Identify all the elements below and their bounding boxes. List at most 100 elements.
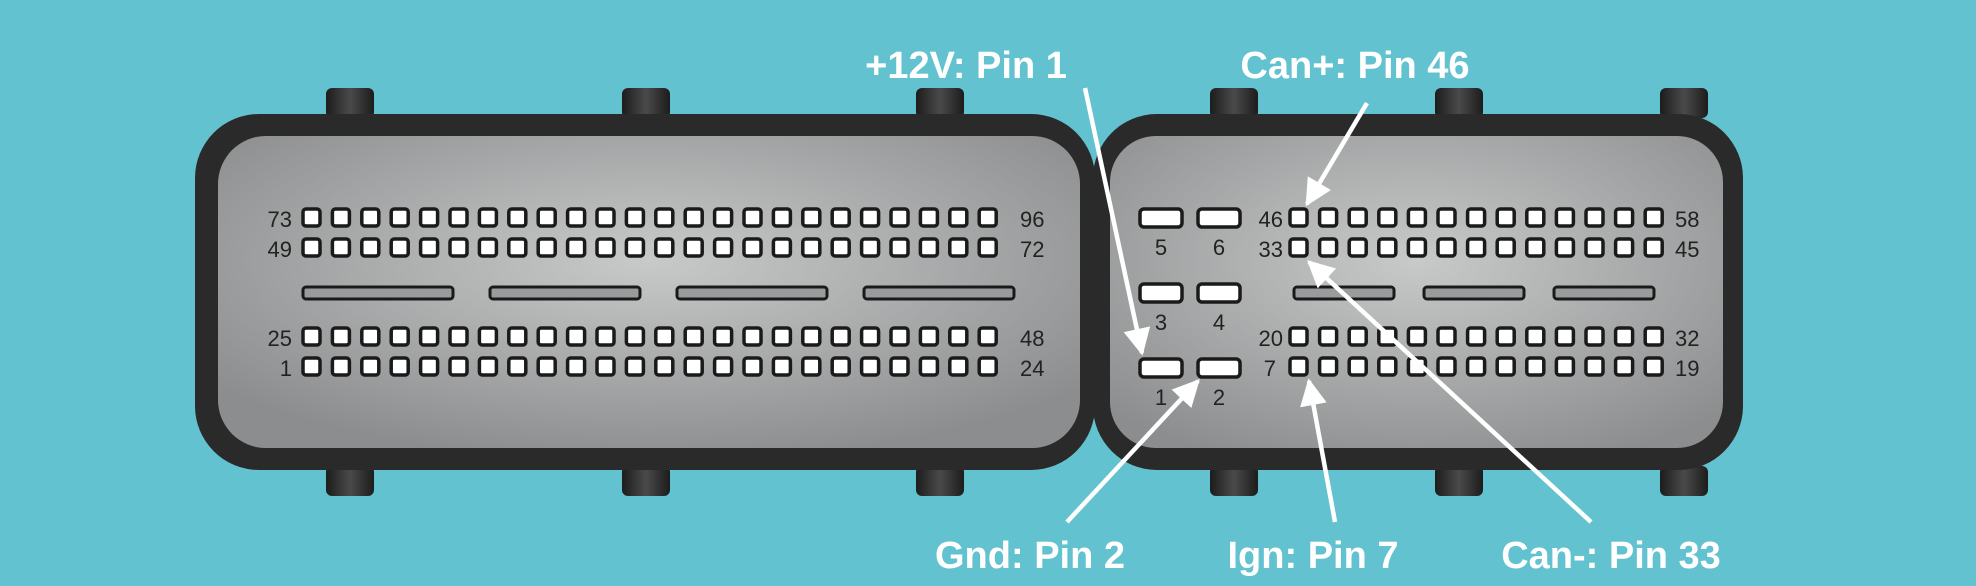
pin-socket [742,237,763,258]
pin-socket [948,207,969,228]
pin-socket [1584,356,1605,377]
row-label: 48 [1020,326,1044,351]
pin-socket [360,207,381,228]
pin-socket [918,356,940,377]
mounting-tab [1435,466,1483,496]
pin-socket [477,207,499,228]
pin-socket [1288,326,1309,347]
pin-socket [1613,326,1635,347]
pin-socket [1347,207,1368,228]
pin-socket [1554,356,1576,377]
pin-socket [859,207,881,228]
pin-socket [830,207,851,228]
pin-socket [1554,237,1576,258]
pin-socket [507,207,528,228]
pin-socket [977,237,998,258]
pin-socket [771,326,793,347]
pin-socket [1465,207,1487,228]
row-label: 24 [1020,356,1044,381]
pin-socket [595,326,616,347]
pin-socket [654,356,675,377]
pin-socket [389,326,410,347]
pin-socket [507,326,528,347]
mounting-tab [1660,466,1708,496]
right-row-labels: 46 58 33 45 20 32 7 19 [1259,207,1700,381]
row-label: 1 [280,356,292,381]
pin-socket [918,207,940,228]
power-pin [1196,357,1242,379]
pin-socket [654,207,675,228]
arrow-gnd [1065,379,1200,524]
pin-socket [477,237,499,258]
row-label: 32 [1675,326,1699,351]
pin-socket [301,207,322,228]
row-label: 20 [1259,326,1283,351]
pin-socket [683,207,704,228]
pin-socket [889,237,910,258]
mounting-tab [326,88,374,118]
left-row-labels: 73 96 49 72 25 48 1 24 [268,207,1045,381]
power-pins: 5 6 3 4 1 2 [1138,207,1242,410]
pin-socket [565,207,587,228]
mounting-tab [1210,466,1258,496]
power-pin [1138,207,1184,229]
pin-socket [507,237,528,258]
pin-socket [1643,326,1664,347]
mounting-tab [622,88,670,118]
mounting-tab [916,466,964,496]
pin-socket [1347,356,1368,377]
pin-socket [948,356,969,377]
pin-socket [1436,356,1457,377]
pin-socket [360,326,381,347]
left-pin-grid [301,207,998,377]
mounting-tab [1210,88,1258,118]
pin-socket [712,326,734,347]
pin-socket [477,356,499,377]
pin-socket [360,356,381,377]
pin-socket [1406,326,1428,347]
callout-arrows [1065,87,1593,524]
pin-socket [595,237,616,258]
pin-socket [448,356,469,377]
pin-socket [330,207,352,228]
right-pin-grid [1288,207,1664,377]
mounting-tab [1435,88,1483,118]
pin-socket [1643,237,1664,258]
pin-socket [301,326,322,347]
pin-socket [330,356,352,377]
pin-socket [712,356,734,377]
pin-socket [859,356,881,377]
row-label: 72 [1020,237,1044,262]
pin-socket [1525,326,1546,347]
pin-socket [1613,356,1635,377]
pin-socket [1436,237,1457,258]
pin-socket [918,326,940,347]
callout-plus12v: +12V: Pin 1 [865,45,1067,87]
pin-socket [1495,326,1516,347]
power-pin [1196,282,1242,304]
left-slots [301,285,1016,301]
pin-socket [801,356,822,377]
pin-socket [389,356,410,377]
mounting-tab [622,466,670,496]
pin-socket [1347,326,1368,347]
connector-slot [488,285,642,301]
pin-socket [801,237,822,258]
pin-socket [624,356,646,377]
callout-can-plus: Can+: Pin 46 [1240,45,1469,87]
callout-labels: +12V: Pin 1 Can+: Pin 46 Gnd: Pin 2 Ign:… [865,45,1721,577]
power-pin [1138,357,1184,379]
row-label: 73 [268,207,292,232]
pin-socket [418,326,440,347]
pin-socket [712,207,734,228]
pin-socket [889,356,910,377]
pin-socket [1406,237,1428,258]
pin-socket [1317,207,1339,228]
pin-socket [565,326,587,347]
pin-socket [1554,207,1576,228]
mounting-tabs [326,88,1708,496]
pin-socket [830,237,851,258]
pin-socket [889,207,910,228]
row-label: 58 [1675,207,1699,232]
